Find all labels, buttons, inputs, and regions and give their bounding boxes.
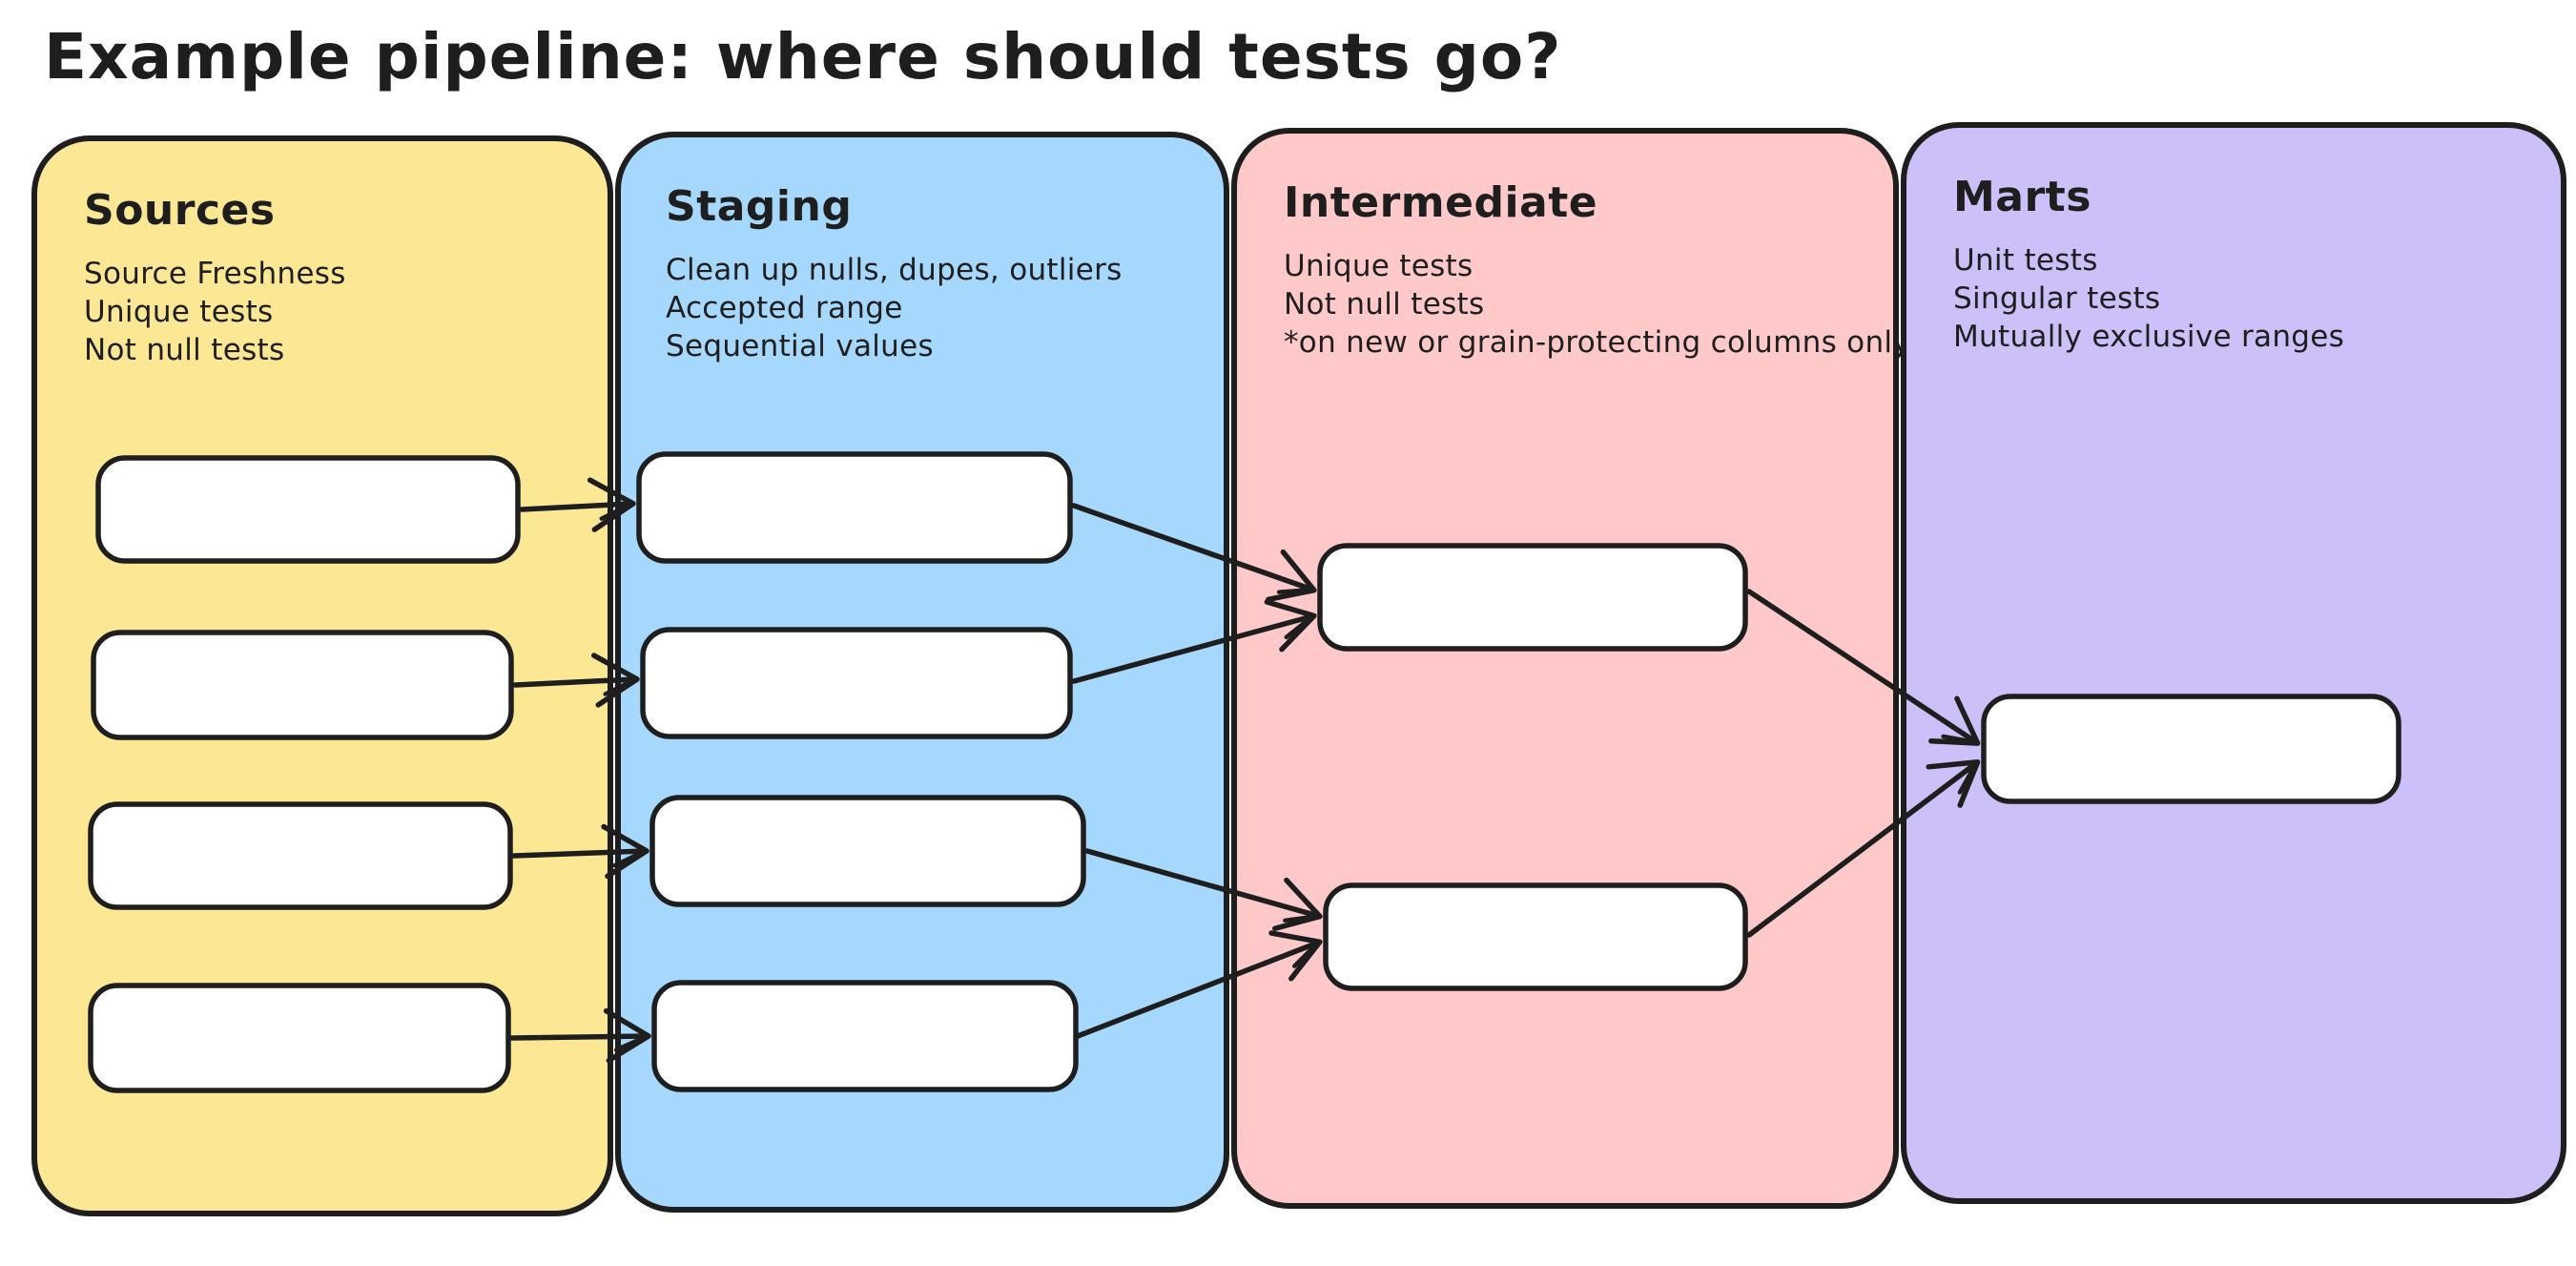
column-intermediate-note: Not null tests — [1284, 287, 1484, 322]
page-title: Example pipeline: where should tests go? — [44, 20, 1562, 93]
edge-staging-2-intermediate-1 — [1071, 599, 1317, 684]
sources-node-3 — [88, 801, 513, 910]
edges — [509, 477, 1981, 1064]
column-sources-note: Unique tests — [84, 295, 274, 329]
column-staging-title: Staging — [666, 182, 852, 231]
column-intermediate: Intermediate Unique tests Not null tests… — [1231, 128, 1910, 1209]
column-marts-title: Marts — [1953, 173, 2092, 221]
column-sources-title: Sources — [84, 186, 276, 235]
sources-node-1 — [95, 455, 521, 564]
sources-node-2 — [91, 630, 514, 740]
edge-intermediate-2-marts-1 — [1746, 759, 1981, 938]
column-sources: Sources Source Freshness Unique tests No… — [31, 135, 613, 1216]
sources-node-4 — [88, 983, 511, 1093]
edge-intermediate-1-marts-1 — [1746, 589, 1981, 746]
column-intermediate-note: *on new or grain-protecting columns only — [1284, 325, 1910, 360]
column-marts-note: Singular tests — [1953, 281, 2160, 316]
staging-node-1 — [636, 451, 1073, 564]
intermediate-node-1 — [1317, 543, 1748, 652]
column-staging: Staging Clean up nulls, dupes, outliers … — [615, 132, 1229, 1213]
column-sources-note: Not null tests — [84, 333, 284, 367]
column-intermediate-title: Intermediate — [1284, 178, 1597, 227]
staging-node-3 — [649, 795, 1086, 907]
staging-node-2 — [640, 627, 1073, 739]
edge-sources-2-staging-2 — [512, 653, 640, 708]
edge-staging-3-intermediate-2 — [1084, 848, 1323, 931]
column-staging-note: Clean up nulls, dupes, outliers — [666, 253, 1123, 287]
edge-sources-3-staging-3 — [511, 823, 649, 880]
edge-staging-4-intermediate-2 — [1075, 930, 1323, 1039]
column-marts: Marts Unit tests Singular tests Mutually… — [1901, 122, 2566, 1204]
intermediate-node-2 — [1323, 882, 1748, 991]
edge-sources-4-staging-4 — [509, 1007, 651, 1064]
column-staging-note: Sequential values — [666, 329, 934, 363]
column-sources-note: Source Freshness — [84, 257, 346, 291]
column-marts-panel — [1901, 122, 2566, 1204]
edge-staging-1-intermediate-1 — [1071, 503, 1317, 603]
edge-sources-1-staging-1 — [519, 477, 636, 532]
column-staging-note: Accepted range — [666, 291, 903, 325]
column-intermediate-note: Unique tests — [1284, 249, 1473, 283]
column-marts-note: Unit tests — [1953, 243, 2098, 278]
column-marts-note: Mutually exclusive ranges — [1953, 320, 2344, 354]
marts-node-1 — [1981, 694, 2401, 804]
staging-node-4 — [651, 980, 1079, 1092]
